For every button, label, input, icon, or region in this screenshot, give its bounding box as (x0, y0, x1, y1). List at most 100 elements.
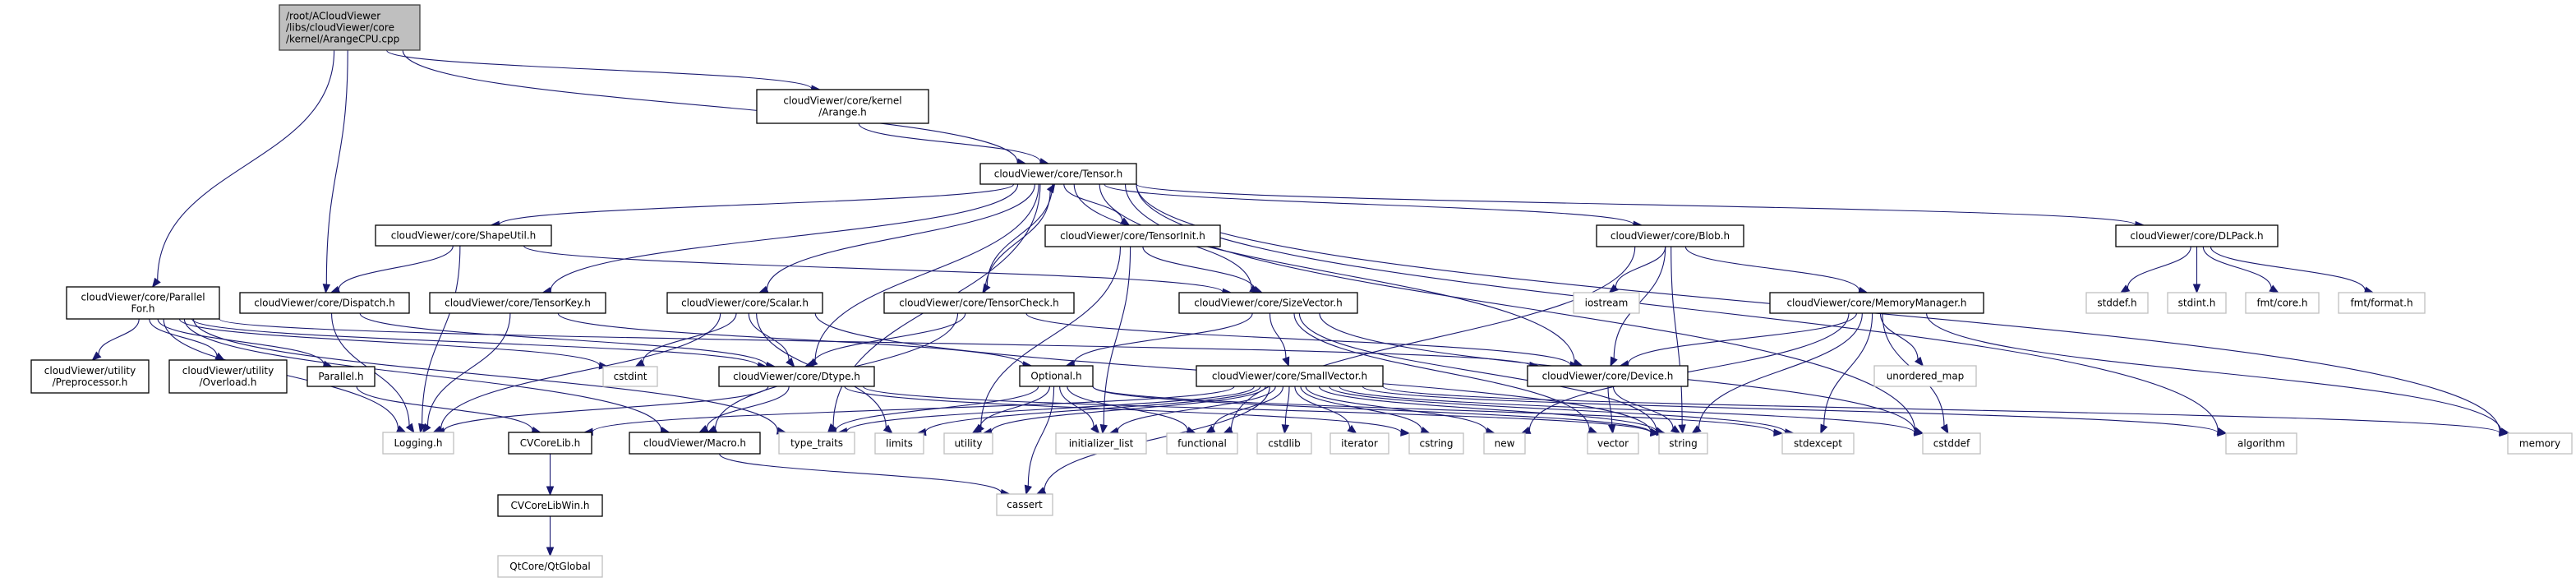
node-stdint_h[interactable]: stdint.h (2167, 292, 2227, 314)
edge-line (359, 312, 767, 366)
edge-line (440, 312, 721, 430)
node-label: cassert (1007, 499, 1043, 510)
node-cstdint[interactable]: cstdint (602, 366, 658, 387)
node-label: cloudViewer/core/Tensor.h (994, 169, 1123, 180)
node-tensor[interactable]: cloudViewer/core/Tensor.h (979, 163, 1137, 185)
node-initializer_list[interactable]: initializer_list (1055, 432, 1147, 455)
node-cvcorelib[interactable]: CVCoreLib.h (508, 432, 592, 455)
node-iterator[interactable]: iterator (1329, 432, 1389, 455)
edge-line (1293, 312, 1590, 431)
node-cstring[interactable]: cstring (1408, 432, 1464, 455)
edge-smallvector-to-cstring (1300, 386, 1431, 434)
arrowhead-icon (882, 424, 893, 434)
node-shapeutil[interactable]: cloudViewer/core/ShapeUtil.h (375, 224, 552, 247)
edge-line (557, 312, 1024, 366)
node-label: cloudViewer/utility (182, 365, 274, 376)
arrowhead-icon (1610, 356, 1618, 367)
node-limits[interactable]: limits (874, 432, 924, 455)
edge-line (766, 183, 1035, 290)
node-unordered_map[interactable]: unordered_map (1873, 365, 1977, 387)
node-fmtformat[interactable]: fmt/format.h (2338, 292, 2426, 314)
node-label: limits (886, 438, 913, 450)
node-utility[interactable]: utility (943, 432, 993, 455)
node-parallel[interactable]: Parallel.h (306, 366, 376, 387)
node-box (306, 366, 376, 387)
arrowhead-icon (322, 284, 331, 294)
node-functional[interactable]: functional (1166, 432, 1238, 455)
node-string[interactable]: string (1658, 432, 1708, 455)
node-smallvector[interactable]: cloudViewer/core/SmallVector.h (1196, 365, 1384, 387)
node-arange[interactable]: cloudViewer/core/kernel/Arange.h (756, 89, 929, 124)
node-memorymanager[interactable]: cloudViewer/core/MemoryManager.h (1769, 292, 1984, 314)
edge-smallvector-to-cvcorelib (583, 386, 1235, 436)
arrowhead-icon (1024, 484, 1032, 496)
node-box (2085, 292, 2149, 314)
edge-dlpack-to-fmtcore (2202, 246, 2279, 293)
node-dtype[interactable]: cloudViewer/core/Dtype.h (718, 366, 875, 387)
node-label: iterator (1341, 438, 1378, 450)
node-cvcorelibwin[interactable]: CVCoreLibWin.h (497, 494, 603, 517)
node-cstdlib[interactable]: cstdlib (1256, 432, 1312, 455)
node-type_traits[interactable]: type_traits (778, 432, 855, 455)
edge-dlpack-to-fmtformat (2210, 246, 2375, 294)
node-dlpack[interactable]: cloudViewer/core/DLPack.h (2115, 224, 2279, 247)
node-vector[interactable]: vector (1587, 432, 1639, 455)
edge-line (858, 122, 1041, 163)
arrowhead-icon (329, 285, 341, 293)
node-label: fmt/format.h (2350, 298, 2412, 309)
node-label: cloudViewer/core/Scalar.h (681, 298, 809, 309)
node-fmtcore[interactable]: fmt/core.h (2245, 292, 2320, 314)
node-scalar[interactable]: cloudViewer/core/Scalar.h (666, 292, 823, 314)
node-new[interactable]: new (1483, 432, 1526, 455)
node-stddef_h[interactable]: stddef.h (2085, 292, 2149, 314)
edge-line (1298, 312, 1657, 431)
node-sizevector[interactable]: cloudViewer/core/SizeVector.h (1178, 292, 1358, 314)
node-label: cstddef (1933, 438, 1970, 450)
node-box (1527, 365, 1689, 387)
node-root[interactable]: /root/ACloudViewer/libs/cloudViewer/core… (279, 4, 421, 51)
node-memory[interactable]: memory (2507, 432, 2573, 455)
node-box (168, 359, 288, 394)
edge-memorymanager-to-stdexcept (1820, 312, 1873, 435)
node-logging[interactable]: Logging.h (382, 432, 454, 455)
edge-line (990, 386, 1266, 432)
node-label: cloudViewer/core/Dtype.h (733, 371, 860, 382)
node-qtglobal[interactable]: QtCore/QtGlobal (497, 555, 603, 578)
node-device[interactable]: cloudViewer/core/Device.h (1527, 365, 1689, 387)
edge-line (642, 312, 737, 363)
node-macro[interactable]: cloudViewer/Macro.h (629, 432, 761, 455)
node-iostream[interactable]: iostream (1573, 292, 1640, 314)
edge-optional-to-cassert (1024, 386, 1055, 496)
node-tensorinit[interactable]: cloudViewer/core/TensorInit.h (1044, 224, 1221, 247)
edge-line (1142, 246, 1256, 290)
arrowhead-icon (1608, 284, 1619, 293)
node-cassert[interactable]: cassert (996, 493, 1053, 516)
edge-line (1670, 246, 1683, 426)
node-label: cstdlib (1268, 438, 1300, 450)
node-cstddef[interactable]: cstddef (1922, 432, 1981, 455)
node-preprocessor[interactable]: cloudViewer/utility/Preprocessor.h (30, 359, 150, 394)
node-algorithm[interactable]: algorithm (2225, 432, 2297, 455)
edge-smallvector-to-iterator (1294, 386, 1357, 434)
node-label: algorithm (2237, 438, 2285, 450)
edge-line (192, 318, 778, 432)
node-box (666, 292, 823, 314)
node-blob[interactable]: cloudViewer/core/Blob.h (1596, 224, 1744, 247)
edge-line (1300, 386, 1422, 431)
node-overload[interactable]: cloudViewer/utility/Overload.h (168, 359, 288, 394)
node-box (2507, 432, 2573, 455)
edges-layer (91, 49, 2510, 557)
node-label: cloudViewer/core/TensorKey.h (445, 298, 591, 309)
node-label: cstring (1419, 438, 1453, 450)
node-dispatch[interactable]: cloudViewer/core/Dispatch.h (239, 292, 410, 314)
node-tensorkey[interactable]: cloudViewer/core/TensorKey.h (429, 292, 606, 314)
node-box (1769, 292, 1984, 314)
node-tensorcheck[interactable]: cloudViewer/core/TensorCheck.h (883, 292, 1075, 314)
node-stdexcept[interactable]: stdexcept (1781, 432, 1855, 455)
arrowhead-icon (2217, 428, 2228, 437)
arrowhead-icon (418, 423, 426, 434)
node-optional[interactable]: Optional.h (1019, 365, 1094, 387)
edge-sizevector-to-smallvector (1269, 312, 1290, 367)
